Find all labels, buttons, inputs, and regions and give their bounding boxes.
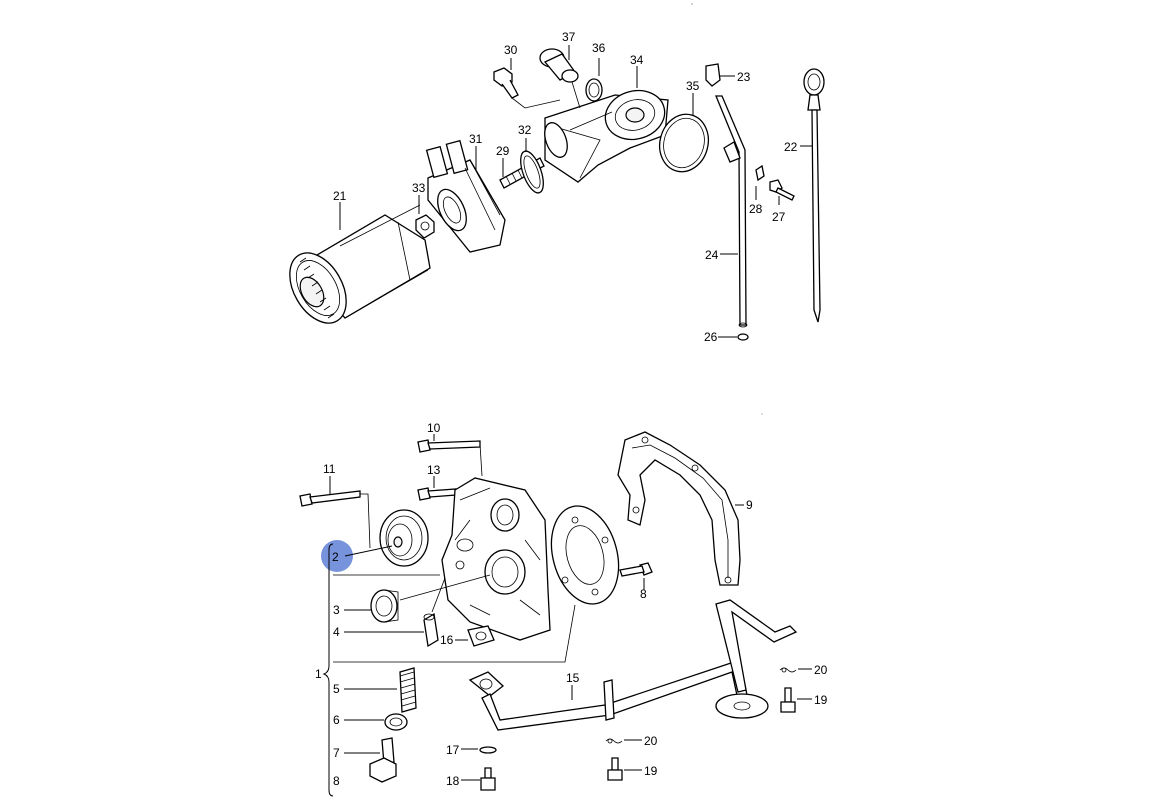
seal-part-3[interactable]	[370, 589, 399, 623]
assembly-bracket-1	[322, 543, 334, 797]
oil-pickup-part-15[interactable]	[468, 599, 798, 731]
label-10: 10	[427, 421, 441, 435]
label-9: 9	[746, 498, 753, 512]
label-33: 33	[412, 181, 426, 195]
drive-gear-part-2[interactable]	[379, 509, 429, 567]
label-20-right: 20	[814, 663, 828, 677]
clip-part-20-right[interactable]	[779, 667, 797, 673]
bolt-part-13[interactable]	[417, 487, 457, 501]
washer-part-36[interactable]	[585, 78, 603, 102]
gasket-part-16[interactable]	[467, 625, 495, 647]
label-11: 11	[323, 462, 336, 476]
nut-part-33[interactable]	[415, 214, 435, 239]
label-19-middle: 19	[644, 764, 658, 778]
o-ring-part-26[interactable]	[737, 333, 749, 341]
label-7: 7	[333, 746, 340, 760]
pump-housing[interactable]	[441, 477, 551, 641]
label-28: 28	[749, 202, 763, 216]
label-4: 4	[333, 625, 340, 639]
label-26: 26	[704, 330, 718, 344]
label-15: 15	[566, 671, 580, 685]
label-37: 37	[562, 30, 576, 44]
clip-part-17[interactable]	[479, 746, 497, 754]
grommet-part-23[interactable]	[705, 63, 721, 87]
label-6: 6	[333, 713, 340, 727]
clip-part-28[interactable]	[755, 164, 765, 182]
label-3: 3	[333, 603, 340, 617]
bolt-part-19-middle[interactable]	[607, 757, 623, 781]
seal-ring-part-32[interactable]	[516, 148, 548, 196]
washer-part-6[interactable]	[384, 713, 408, 731]
clip-part-20-middle[interactable]	[605, 738, 623, 744]
label-8-upper: 8	[640, 587, 647, 601]
gasket-part-9[interactable]	[617, 431, 741, 586]
label-27: 27	[772, 210, 786, 224]
bolt-part-27[interactable]	[769, 179, 795, 201]
label-1: 1	[315, 667, 322, 681]
label-5: 5	[333, 682, 340, 696]
label-34: 34	[630, 53, 644, 67]
filter-bracket-part-34[interactable]	[540, 84, 670, 183]
label-13: 13	[427, 463, 441, 477]
label-36: 36	[592, 41, 606, 55]
cover-plate[interactable]	[541, 498, 629, 611]
label-35: 35	[686, 79, 700, 93]
oil-filter-part-21[interactable]	[278, 204, 431, 333]
label-2: 2	[332, 550, 339, 564]
label-19-right: 19	[814, 693, 828, 707]
label-32: 32	[518, 123, 532, 137]
label-24: 24	[705, 248, 719, 262]
valve-plug-part-7[interactable]	[369, 737, 397, 783]
spring-part-5[interactable]	[399, 667, 417, 713]
oil-cooler-part-31[interactable]	[425, 139, 506, 253]
label-8-lower: 8	[333, 774, 340, 788]
sleeve-part-4[interactable]	[423, 612, 439, 648]
banjo-bolt-part-37[interactable]	[539, 48, 579, 83]
dipstick-tube-part-24[interactable]	[715, 95, 748, 328]
bolt-part-19-right[interactable]	[780, 687, 796, 713]
plug-part-30[interactable]	[493, 67, 519, 99]
o-ring-part-35[interactable]	[653, 109, 714, 177]
bolt-part-11[interactable]	[299, 490, 361, 507]
label-18: 18	[446, 774, 460, 788]
label-17: 17	[446, 743, 460, 757]
bolt-part-8-upper[interactable]	[619, 562, 653, 577]
bolt-part-10[interactable]	[417, 439, 481, 453]
label-22: 22	[784, 140, 798, 154]
label-30: 30	[504, 43, 518, 57]
bolt-part-18[interactable]	[480, 767, 496, 791]
dipstick-part-22[interactable]	[803, 68, 825, 323]
label-31: 31	[469, 132, 483, 146]
label-21: 21	[333, 189, 347, 203]
label-29: 29	[496, 144, 510, 158]
label-20-middle: 20	[644, 734, 658, 748]
label-16: 16	[440, 633, 454, 647]
label-23: 23	[737, 70, 751, 84]
